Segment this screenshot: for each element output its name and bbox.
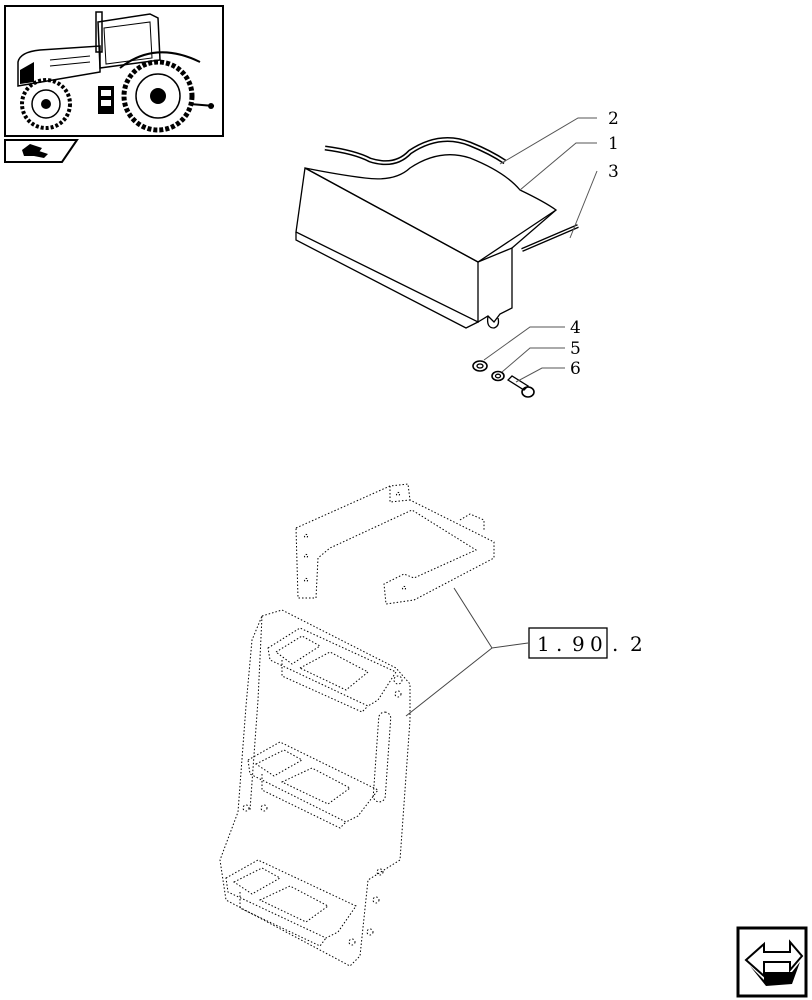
callout-4: 4 bbox=[570, 318, 581, 338]
callout-2: 2 bbox=[608, 109, 619, 129]
ref-char-4: 0 bbox=[590, 632, 603, 656]
ref-char-3: 9 bbox=[572, 632, 585, 656]
next-page-arrow-icon[interactable] bbox=[736, 926, 808, 998]
ladder-step-bottom bbox=[225, 859, 357, 939]
step-ladder-assembly bbox=[219, 483, 495, 967]
ladder-step-middle bbox=[247, 741, 379, 823]
lock-washer-part-5 bbox=[491, 370, 505, 382]
mounting-bracket bbox=[295, 483, 495, 605]
reference-leaders bbox=[405, 587, 529, 717]
section-reference[interactable]: 1 . 9 0 . 2 bbox=[528, 627, 643, 659]
ref-suffix-dot: . bbox=[612, 632, 618, 656]
seal-strip-part-2 bbox=[324, 137, 507, 166]
step-cover-assembly bbox=[295, 137, 579, 398]
ref-char-2: . bbox=[556, 632, 562, 656]
ladder-left-rail bbox=[219, 609, 411, 967]
callout-6: 6 bbox=[570, 359, 581, 379]
callout-1: 1 bbox=[608, 134, 619, 154]
callout-3: 3 bbox=[608, 162, 619, 182]
washer-part-4 bbox=[472, 360, 488, 372]
bolt-part-6 bbox=[506, 375, 535, 398]
book-section-icon[interactable] bbox=[4, 139, 79, 163]
ladder-step-top bbox=[267, 627, 397, 707]
ref-suffix-number: 2 bbox=[630, 632, 643, 656]
cover-plate-part-1 bbox=[304, 154, 558, 263]
ref-char-1: 1 bbox=[537, 632, 550, 656]
callout-leaders bbox=[483, 117, 598, 383]
callout-5: 5 bbox=[570, 339, 581, 359]
tractor-thumbnail-icon[interactable] bbox=[4, 5, 224, 137]
